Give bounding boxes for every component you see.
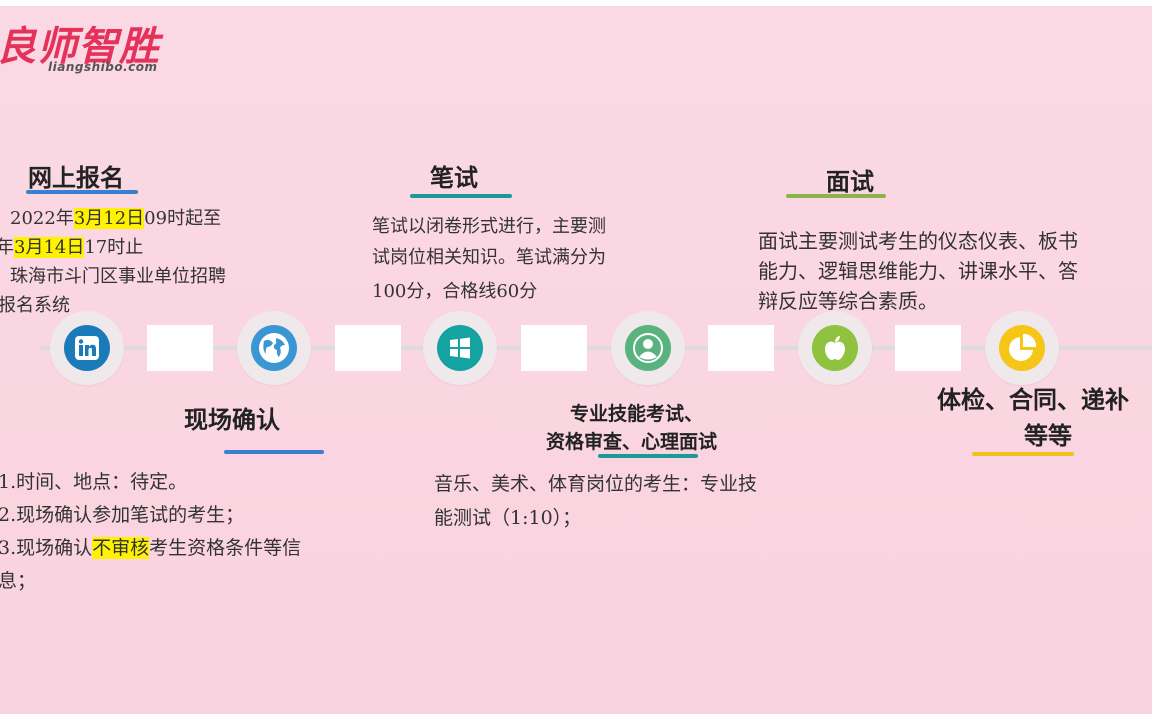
online-signup-underline (26, 190, 138, 194)
final-title-line1: 体检、合同、递补 (937, 386, 1129, 414)
written-exam-line2: 试岗位相关知识。笔试满分为 (372, 247, 606, 268)
online-signup-line1: 、2022年3月12日09时起至 (0, 204, 221, 233)
onsite-confirm-underline (224, 450, 324, 454)
skills-underline (598, 454, 698, 458)
interview-line2: 能力、逻辑思维能力、讲课水平、答 (758, 259, 1078, 283)
online-signup-start-date: 3月12日 (73, 208, 145, 229)
written-exam-line1: 笔试以闭卷形式进行，主要测 (372, 216, 606, 237)
interview-line1: 面试主要测试考生的仪态仪表、板书 (758, 229, 1078, 253)
online-signup-line2: 年3月14日17时止 (0, 233, 143, 262)
timeline-connector-5 (895, 325, 961, 371)
written-exam-line3: 100分，合格线60分 (372, 281, 538, 302)
skills-title-line1: 专业技能考试、 (570, 403, 704, 425)
windows-icon (437, 325, 483, 371)
person-icon (625, 325, 671, 371)
timeline-connector-2 (335, 325, 401, 371)
logo: 良师智胜 liangshibo.com (0, 14, 160, 74)
online-signup-line1-post: 09时起至 (144, 208, 222, 229)
skills-title-line2: 资格审查、心理面试 (546, 431, 718, 453)
logo-text: 良师智胜 (0, 24, 160, 70)
final-underline (972, 452, 1074, 456)
skills-line2: 能测试（1:10）； (434, 507, 582, 529)
online-signup-line4: 报名系统 (0, 295, 70, 316)
timeline-connector-4 (708, 325, 774, 371)
timeline-node-3 (423, 311, 497, 385)
timeline-node-1 (50, 311, 124, 385)
onsite-confirm-line3-pre: 3.现场确认 (0, 537, 93, 559)
interview-underline (786, 194, 886, 198)
final-title-line2: 等等 (1024, 422, 1072, 450)
timeline-connector-3 (521, 325, 587, 371)
onsite-confirm-line1: 1.时间、地点：待定。 (0, 471, 188, 493)
top-border (0, 0, 1152, 6)
pie-chart-icon (999, 325, 1045, 371)
onsite-confirm-title: 现场确认 (184, 406, 280, 434)
bottom-border (0, 714, 1152, 720)
timeline-connector-1 (147, 325, 213, 371)
online-signup-line2-post: 17时止 (84, 237, 144, 258)
interview-line3: 辩反应等综合素质。 (758, 289, 938, 313)
written-exam-title: 笔试 (430, 164, 478, 192)
onsite-confirm-line3: 3.现场确认不审核考生资格条件等信 (0, 534, 301, 563)
online-signup-line2-pre: 年 (0, 237, 14, 258)
timeline-node-4 (611, 311, 685, 385)
timeline-node-2 (237, 311, 311, 385)
written-exam-underline (410, 194, 512, 198)
logo-domain: liangshibo.com (48, 60, 158, 74)
onsite-confirm-line3-post: 考生资格条件等信 (149, 537, 302, 559)
onsite-confirm-line4: 息； (0, 570, 37, 592)
timeline-track (40, 346, 1152, 350)
onsite-confirm-highlight: 不审核 (92, 537, 150, 559)
apple-icon (812, 325, 858, 371)
timeline-node-5 (798, 311, 872, 385)
skills-line1: 音乐、美术、体育岗位的考生：专业技 (434, 473, 758, 495)
online-signup-line3: 、珠海市斗门区事业单位招聘 (0, 266, 226, 287)
timeline-node-6 (985, 311, 1059, 385)
online-signup-line1-pre: 、2022年 (0, 208, 74, 229)
globe-icon (251, 325, 297, 371)
onsite-confirm-line2: 2.现场确认参加笔试的考生； (0, 504, 245, 526)
online-signup-title: 网上报名 (28, 164, 124, 192)
online-signup-end-date: 3月14日 (14, 237, 85, 258)
linkedin-icon (64, 325, 110, 371)
interview-title: 面试 (826, 168, 874, 196)
